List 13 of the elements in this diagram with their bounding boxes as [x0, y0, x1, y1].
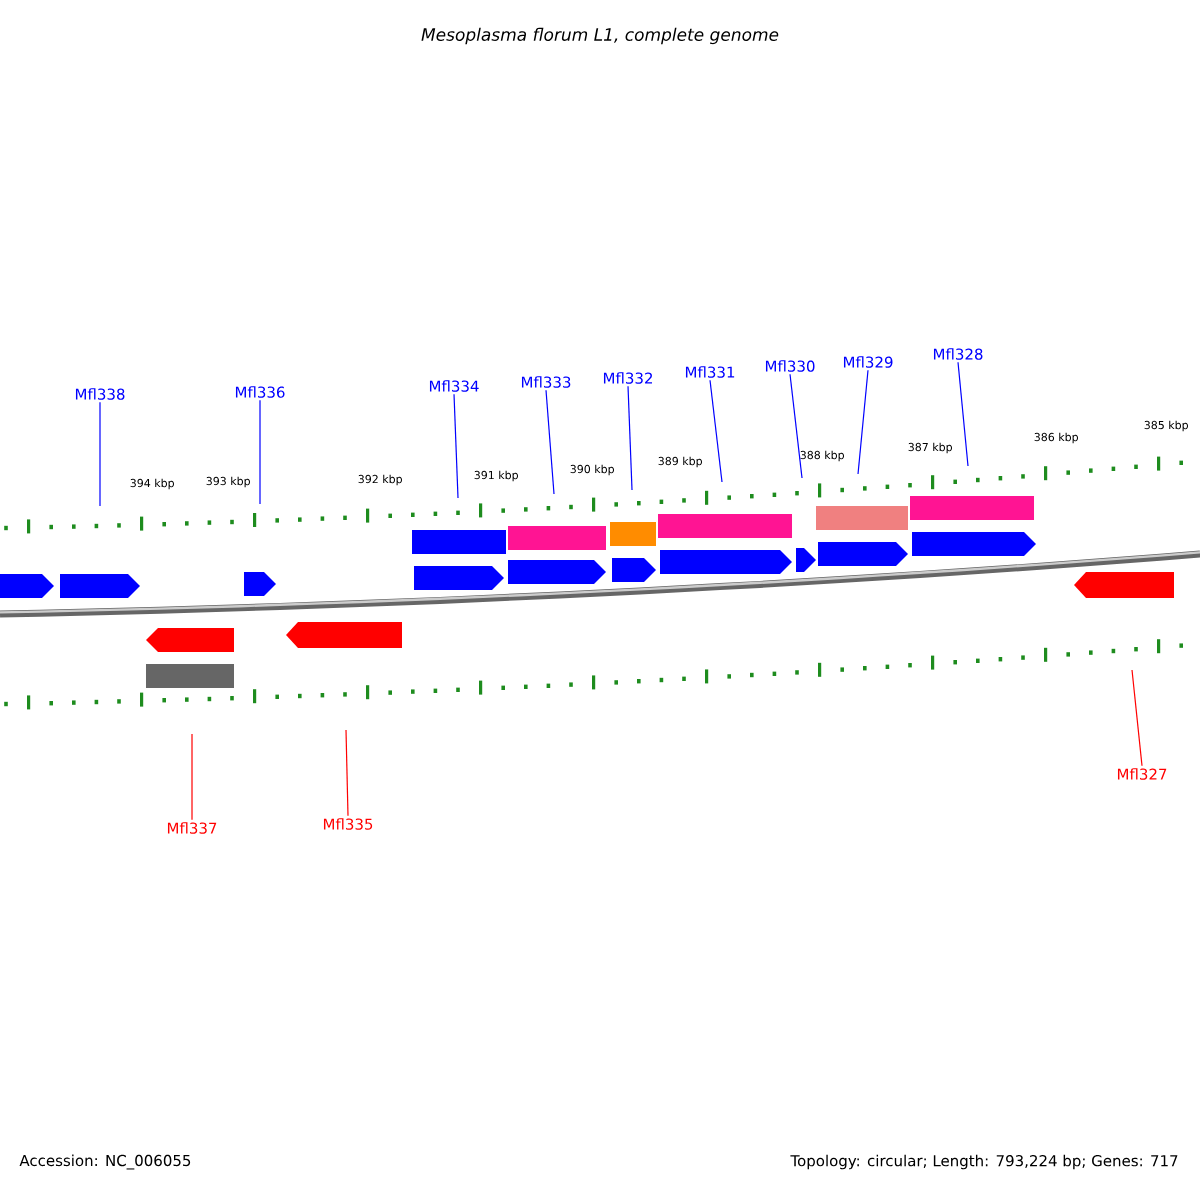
leader-line	[789, 373, 803, 479]
leader-line	[627, 385, 633, 491]
leader-line	[259, 399, 261, 505]
leader-line	[957, 361, 969, 467]
leader-line	[99, 401, 101, 507]
leader-line	[345, 729, 349, 817]
title: Mesoplasma florum L1, complete genome	[421, 27, 779, 45]
leader-line	[857, 369, 869, 475]
leader-line	[453, 393, 459, 499]
leader-line	[709, 379, 723, 483]
leader-line	[191, 733, 193, 821]
leader-line	[1131, 669, 1143, 767]
leader-line	[545, 389, 555, 495]
